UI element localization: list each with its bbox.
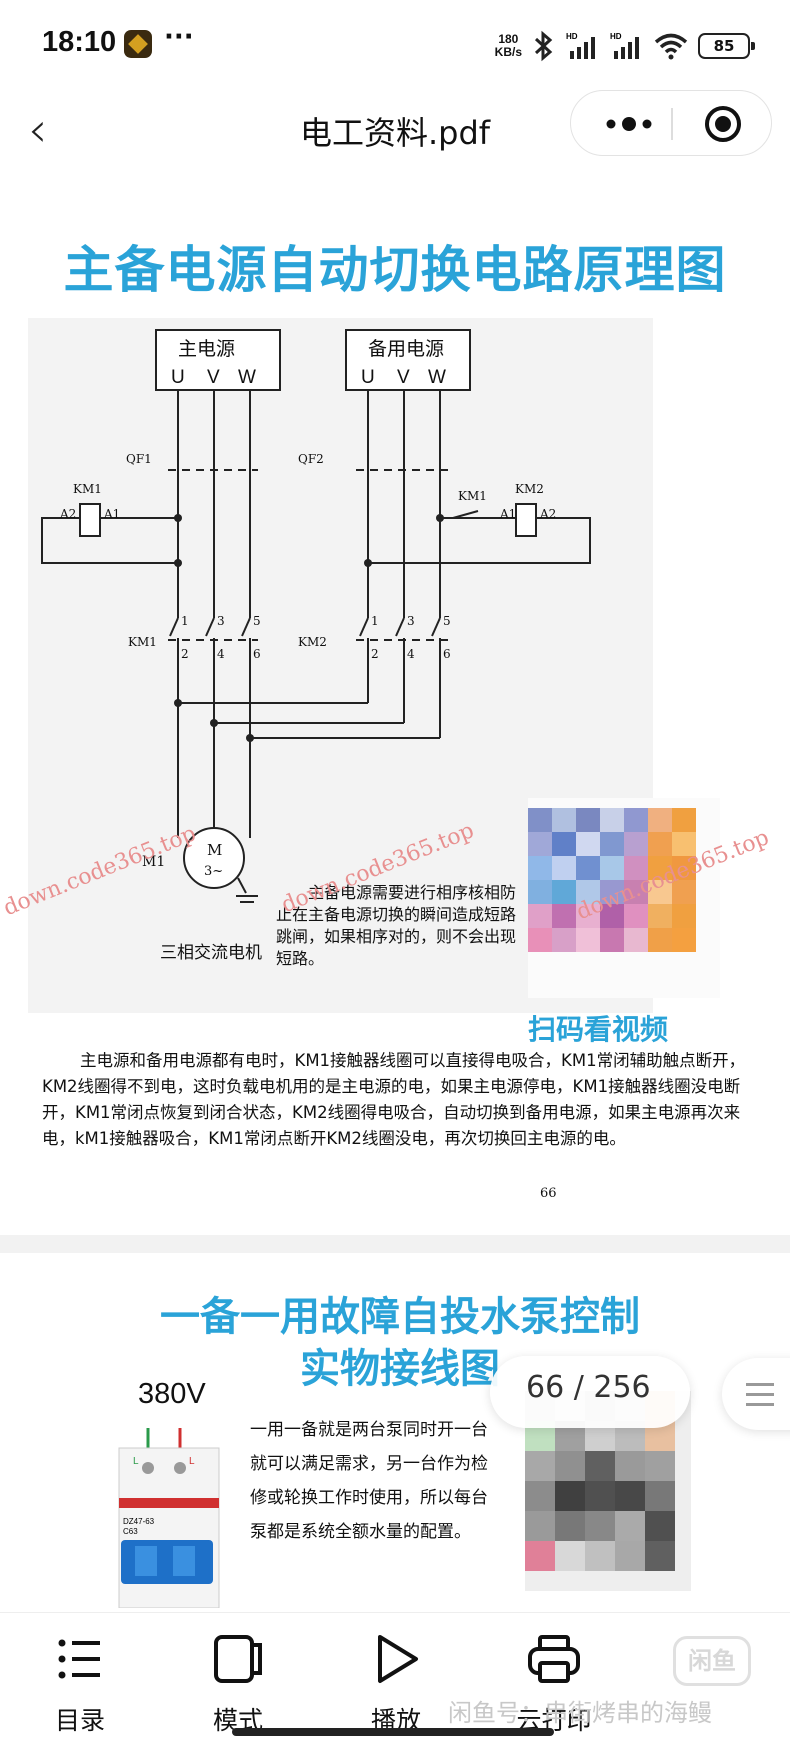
a1-label: A1 <box>103 507 120 521</box>
a2-label: A2 <box>59 507 76 521</box>
backup-power-label: 备用电源 <box>368 338 444 360</box>
phase-label: W <box>238 367 256 388</box>
phase-label: U <box>171 367 185 388</box>
km1-coil-label: KM1 <box>73 482 102 496</box>
a2-label: A2 <box>539 507 556 521</box>
svg-text:3: 3 <box>407 614 415 628</box>
main-power-label: 主电源 <box>178 338 235 360</box>
diagram-note: 止在主备电源切换的瞬间造成短路 <box>276 905 516 924</box>
phase-label: V <box>207 367 220 388</box>
svg-text:4: 4 <box>407 647 415 661</box>
diagram-note: 跳闸，如果相序对的，则不会出现 <box>276 927 516 946</box>
capsule-divider <box>671 108 673 140</box>
breaker-model: DZ47-63 <box>123 1517 155 1526</box>
page-number: 66 <box>540 1186 557 1201</box>
page-indicator[interactable]: 66 / 256 <box>490 1356 690 1428</box>
svg-text:5: 5 <box>443 614 451 628</box>
mini-program-capsule <box>570 90 772 156</box>
side-menu-button[interactable] <box>722 1358 790 1430</box>
play-icon <box>378 1635 418 1683</box>
back-button[interactable]: ‹ <box>28 102 48 158</box>
bluetooth-icon <box>534 30 553 62</box>
phase-label: V <box>397 367 410 388</box>
battery-indicator: 85 <box>698 33 755 59</box>
pdf-page: 主备电源自动切换电路原理图 <box>0 190 790 1235</box>
page-separator <box>0 1235 790 1253</box>
more-options-icon[interactable] <box>599 109 659 139</box>
m1-label: M1 <box>142 854 165 870</box>
svg-text:6: 6 <box>443 647 451 661</box>
more-notifications-icon: ··· <box>164 22 194 52</box>
qf2-label: QF2 <box>298 452 324 466</box>
svg-text:4: 4 <box>217 647 225 661</box>
motor-symbol: M <box>207 841 222 859</box>
app-notification-icon <box>124 30 152 58</box>
mode-icon <box>214 1635 262 1683</box>
tab-mode[interactable]: 模式 <box>178 1631 298 1737</box>
printer-icon <box>528 1635 580 1683</box>
page-heading: 主备电源自动切换电路原理图 <box>63 241 727 299</box>
menu-icon <box>746 1383 774 1413</box>
signal-icon-2: HD <box>610 32 639 59</box>
scan-video-label: 扫码看视频 <box>528 1013 669 1046</box>
close-miniprogram-icon[interactable] <box>705 106 741 142</box>
signal-icon: HD <box>566 32 595 59</box>
km1-nc-label: KM1 <box>458 489 487 503</box>
page-heading: 一备一用故障自投水泵控制 实物接线图 <box>160 1294 640 1392</box>
svg-text:6: 6 <box>253 647 261 661</box>
list-icon <box>58 1639 100 1679</box>
diagram-note: 主备电源需要进行相序核相防 <box>308 883 516 902</box>
svg-text:2: 2 <box>181 647 189 661</box>
clock: 18:10 <box>42 26 117 58</box>
svg-text:1: 1 <box>371 614 379 628</box>
svg-text:5: 5 <box>253 614 261 628</box>
phase-label: W <box>428 367 446 388</box>
svg-text:1: 1 <box>181 614 189 628</box>
home-indicator <box>232 1728 554 1736</box>
svg-text:2: 2 <box>371 647 379 661</box>
motor-caption: 三相交流电机 <box>160 943 262 963</box>
title-bar: ‹ 电工资料.pdf <box>0 90 790 180</box>
qf1-label: QF1 <box>126 452 152 466</box>
tab-catalog[interactable]: 目录 <box>20 1631 140 1737</box>
qr-code-image[interactable] <box>528 798 720 998</box>
tab-cloud-print[interactable]: 云打印 <box>494 1631 614 1737</box>
tab-play[interactable]: 播放 <box>336 1631 456 1737</box>
svg-text:HD: HD <box>610 32 622 41</box>
page-description: 主电源和备用电源都有电时，KM1接触器线圈可以直接得电吸合，KM1常闭辅助触点断… <box>42 1051 746 1148</box>
document-title: 电工资料.pdf <box>299 114 491 152</box>
circuit-breaker-image: L L DZ47-63 C63 <box>118 1428 220 1608</box>
breaker-rating: C63 <box>123 1527 138 1536</box>
phase-label: U <box>361 367 375 388</box>
page2-description: 一用一备就是两台泵同时开一台就可以满足需求，另一台作为检修或轮换工作时使用，所以… <box>250 1420 488 1542</box>
a1-label: A1 <box>499 507 516 521</box>
svg-text:3: 3 <box>217 614 225 628</box>
km2-coil-label: KM2 <box>515 482 544 496</box>
km2-label: KM2 <box>298 635 327 649</box>
terminal-label: L <box>189 1456 195 1467</box>
km1-label: KM1 <box>128 635 157 649</box>
svg-text:HD: HD <box>566 32 578 41</box>
pdf-page: 一备一用故障自投水泵控制 实物接线图 380V L L DZ47-63 C63 … <box>0 1253 790 1613</box>
xianyu-logo: 闲鱼 <box>673 1636 751 1686</box>
voltage-label: 380V <box>138 1378 206 1410</box>
terminal-label: L <box>133 1456 139 1467</box>
wifi-icon <box>654 33 688 60</box>
motor-phase: 3~ <box>204 864 223 879</box>
footer-watermark: 闲鱼号：串街烤串的海鳗 <box>448 1699 712 1727</box>
diagram-note: 短路。 <box>276 949 324 968</box>
